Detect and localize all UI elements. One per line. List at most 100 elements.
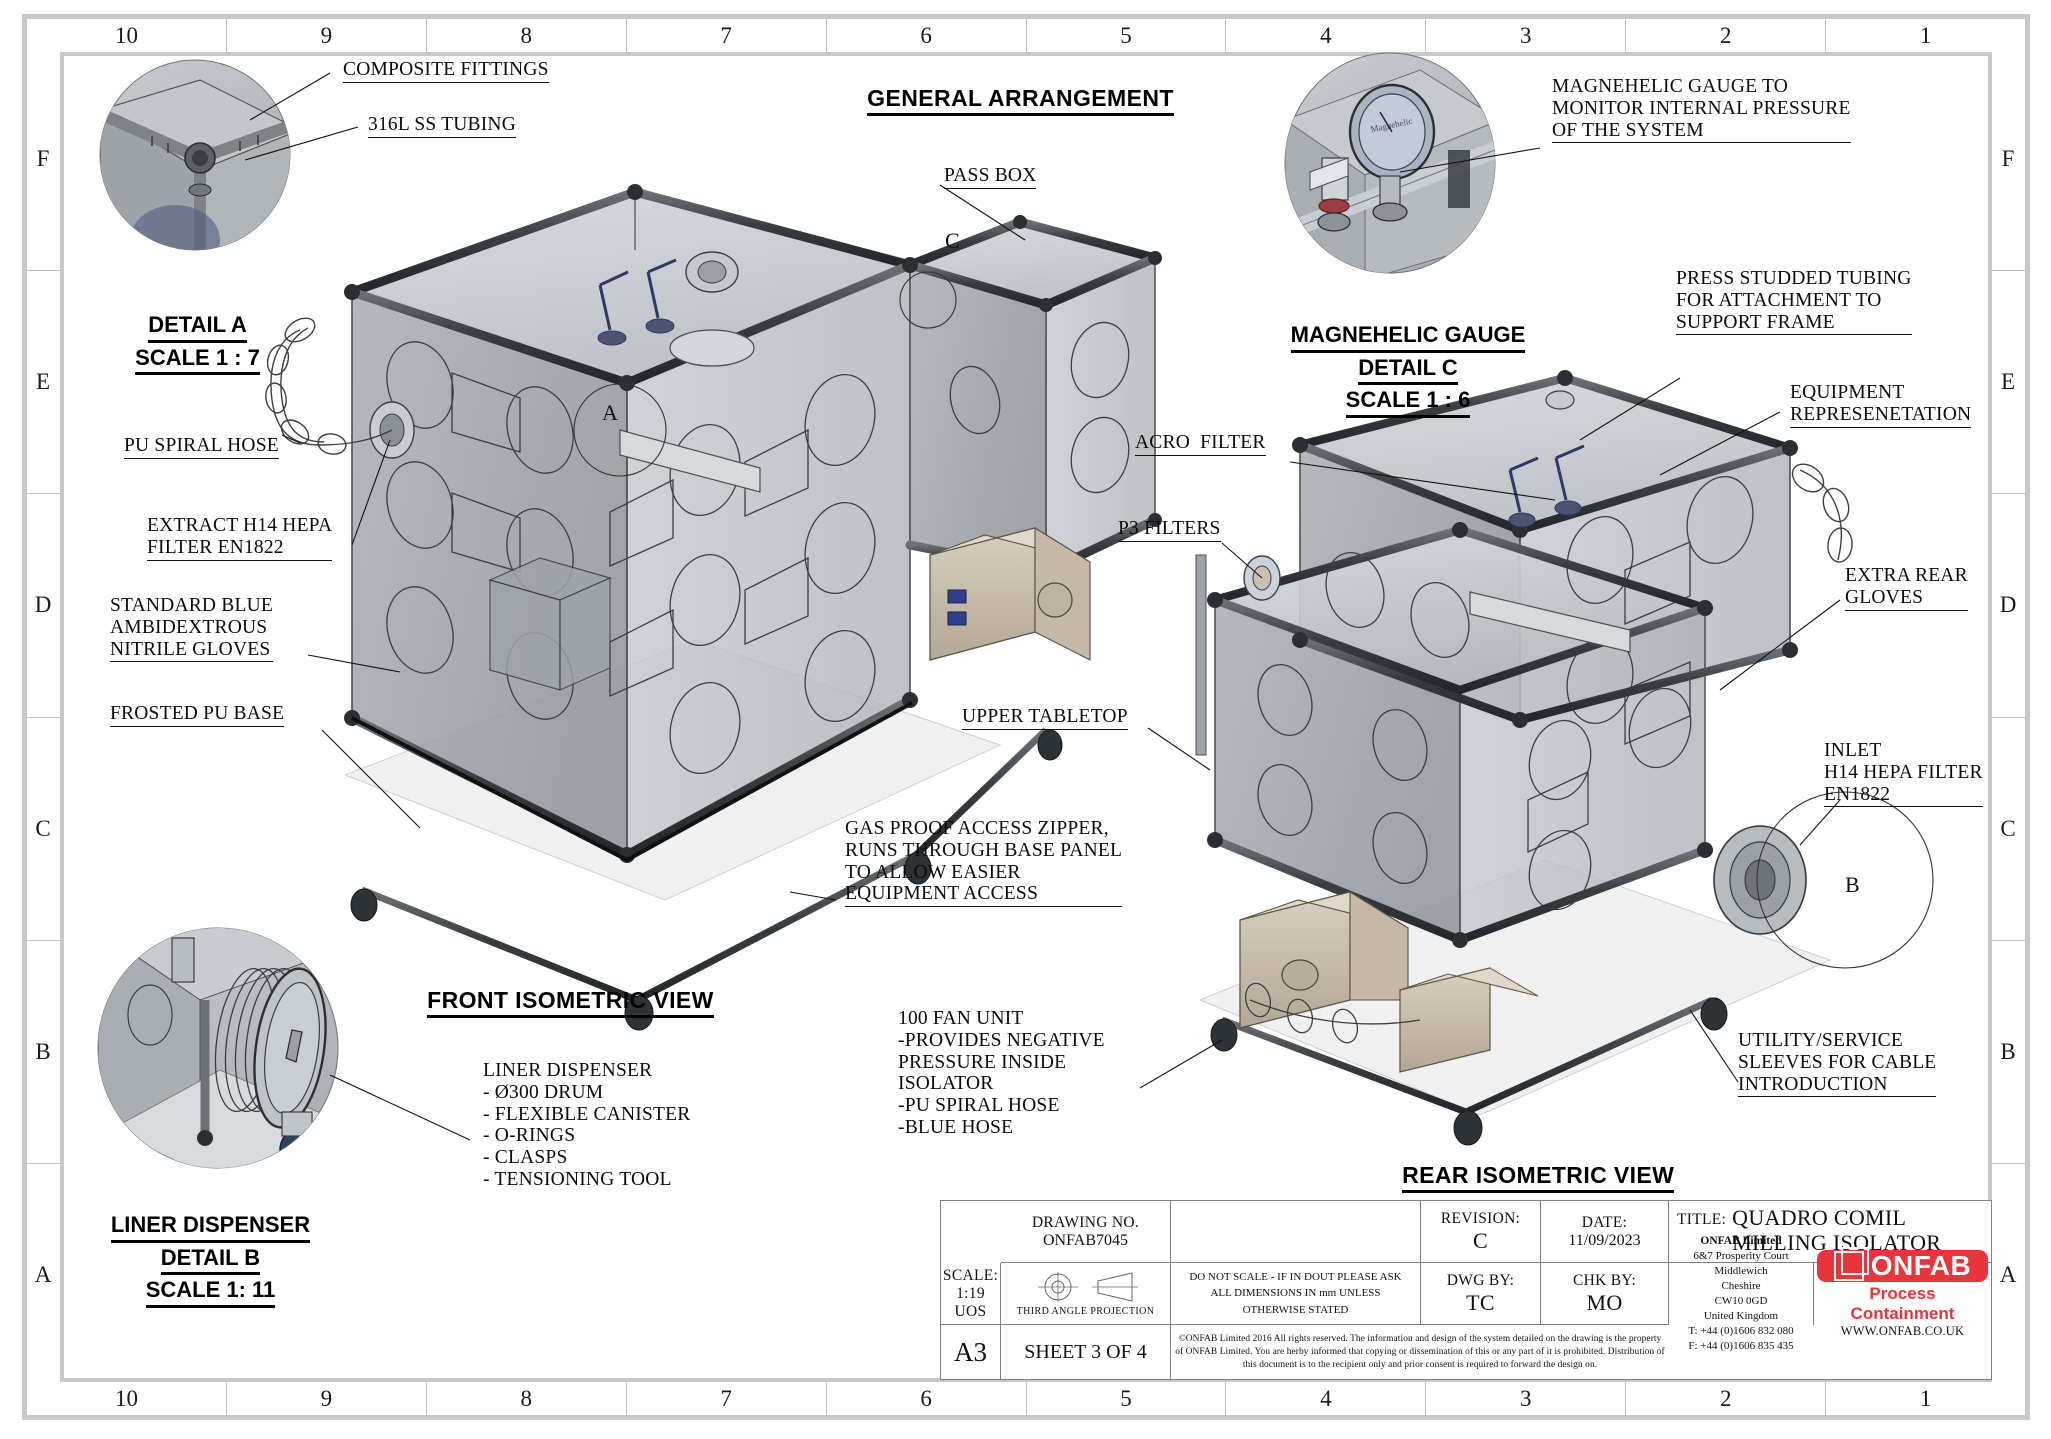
tb-dwg-by: DWG BY: TC	[1421, 1263, 1541, 1325]
tb-scale: SCALE: 1:19 UOS	[941, 1263, 1001, 1325]
ruler-left: F E D C B A	[26, 48, 60, 1386]
onfab-tagline: Process Containment	[1850, 1283, 1955, 1323]
tb-date-label: DATE:	[1581, 1213, 1628, 1231]
tb-scale-value: 1:19	[956, 1284, 985, 1302]
callout-letter-c: C	[945, 228, 960, 253]
ruler-top-cell: 6	[827, 19, 1027, 52]
ruler-top-cell: 10	[27, 19, 227, 52]
ruler-top-cell: 1	[1919, 22, 1932, 48]
tb-sheet-size-value: A3	[954, 1337, 987, 1367]
detail-b-title: LINER DISPENSER DETAIL B SCALE 1: 11	[78, 1210, 343, 1309]
heading-general-arrangement: GENERAL ARRANGEMENT	[840, 58, 1174, 143]
label-fan-unit: 100 FAN UNIT -PROVIDES NEGATIVE PRESSURE…	[898, 1008, 1105, 1139]
front-isometric-model	[265, 184, 1162, 1031]
title-block: DRAWING NO. ONFAB7045 REVISION: C DATE: …	[940, 1200, 1992, 1380]
tb-date-value: 11/09/2023	[1568, 1231, 1641, 1249]
tb-copyright-text: ©ONFAB Limited 2016 All rights reserved.…	[1175, 1334, 1665, 1370]
ruler-right: F E D C B A	[1991, 48, 2025, 1386]
ruler-bottom-cell: 10	[27, 1382, 227, 1415]
label-magnehelic-gauge: MAGNEHELIC GAUGE TO MONITOR INTERNAL PRE…	[1552, 76, 1851, 144]
ruler-left-cell: B	[26, 941, 60, 1164]
ruler-right-cell: F	[1991, 48, 2025, 272]
label-pu-spiral-hose: PU SPIRAL HOSE	[124, 435, 279, 459]
ruler-bottom-cell: 3	[1426, 1382, 1627, 1415]
callout-letter-a: A	[602, 400, 618, 425]
tb-date: DATE: 11/09/2023	[1541, 1201, 1669, 1263]
label-pass-box: PASS BOX	[944, 165, 1037, 189]
label-nitrile-gloves: STANDARD BLUE AMBIDEXTROUS NITRILE GLOVE…	[110, 595, 273, 663]
tb-do-not-scale: DO NOT SCALE - IF IN DOUT PLEASE ASK ALL…	[1171, 1263, 1421, 1325]
tb-do-not-scale-text: DO NOT SCALE - IF IN DOUT PLEASE ASK ALL…	[1189, 1270, 1402, 1316]
label-composite-fittings: COMPOSITE FITTINGS	[343, 59, 549, 83]
tb-company-address: ONFAB Limited 6&7 Prosperity Court Middl…	[1669, 1235, 1814, 1352]
onfab-url: WWW.ONFAB.CO.UK	[1840, 1323, 1965, 1338]
tb-scale-label: SCALE:	[942, 1266, 999, 1284]
third-angle-projection-icon	[1033, 1270, 1138, 1304]
ruler-left-cell: E	[26, 271, 60, 495]
tb-projection: THIRD ANGLE PROJECTION	[1001, 1263, 1171, 1325]
rear-isometric-model	[1195, 370, 1934, 1146]
label-upper-tabletop: UPPER TABLETOP	[962, 706, 1128, 730]
ruler-bottom-cell: 5	[1027, 1382, 1227, 1415]
detail-b-bubble	[97, 927, 339, 1169]
ruler-right-cell: E	[1991, 271, 2025, 495]
tb-chk-by: CHK BY: MO	[1541, 1263, 1669, 1325]
ruler-top-cell: 8	[427, 19, 627, 52]
ruler-bottom-cell: 8	[427, 1382, 627, 1415]
ruler-bottom-cell: 2	[1626, 1382, 1827, 1415]
ruler-bottom-cell: 6	[827, 1382, 1027, 1415]
tb-dwg-by-value: TC	[1466, 1289, 1495, 1315]
label-utility-sleeves: UTILITY/SERVICE SLEEVES FOR CABLE INTROD…	[1738, 1030, 1937, 1098]
ruler-top-cell: 5	[1027, 19, 1227, 52]
tb-revision-value: C	[1473, 1227, 1488, 1253]
tb-sheet: SHEET 3 OF 4	[1001, 1325, 1171, 1380]
tb-chk-by-value: MO	[1586, 1289, 1623, 1315]
tb-sheet-value: SHEET 3 OF 4	[1024, 1341, 1147, 1363]
tb-spacer	[1171, 1201, 1421, 1263]
label-frosted-pu-base: FROSTED PU BASE	[110, 703, 285, 727]
detail-a-bubble	[99, 59, 291, 251]
tb-dwg-by-label: DWG BY:	[1446, 1271, 1515, 1289]
label-press-studded-tubing: PRESS STUDDED TUBING FOR ATTACHMENT TO S…	[1676, 268, 1912, 336]
ruler-top: 10 9 8 7 6 5 4 3 2 1	[27, 19, 2025, 52]
cube-icon	[1833, 1246, 1869, 1281]
label-acro-filter: ACRO FILTER	[1135, 432, 1266, 456]
ruler-left-cell: A	[34, 1261, 52, 1287]
leader-lines	[244, 72, 1841, 1141]
tb-revision: REVISION: C	[1421, 1201, 1541, 1263]
ruler-left-cell: D	[26, 494, 60, 718]
tb-revision-label: REVISION:	[1440, 1209, 1521, 1227]
callout-letter-b: B	[1845, 872, 1860, 897]
detail-c-title: MAGNEHELIC GAUGE DETAIL C SCALE 1 : 6	[1258, 320, 1558, 419]
ruler-right-cell: D	[1991, 494, 2025, 718]
ruler-left-cell: C	[26, 718, 60, 941]
tb-projection-label: THIRD ANGLE PROJECTION	[1016, 1306, 1155, 1317]
ruler-right-cell: A	[1999, 1261, 2017, 1287]
ruler-top-cell: 7	[627, 19, 827, 52]
ruler-bottom: 10 9 8 7 6 5 4 3 2 1	[27, 1382, 2025, 1415]
tb-drawing-no-label: DRAWING NO.	[1031, 1213, 1140, 1231]
outer-border	[22, 14, 2030, 1420]
tb-drawing-no: DRAWING NO. ONFAB7045	[1001, 1201, 1171, 1263]
label-extract-hepa-filter: EXTRACT H14 HEPA FILTER EN1822	[147, 515, 333, 561]
tb-drawing-no-value: ONFAB7045	[1042, 1231, 1129, 1249]
ruler-right-cell: C	[1991, 718, 2025, 941]
label-316l-ss-tubing: 316L SS TUBING	[368, 114, 516, 138]
label-liner-dispenser-list: LINER DISPENSER - Ø300 DRUM - FLEXIBLE C…	[483, 1060, 691, 1191]
tb-title-label: TITLE:	[1677, 1211, 1727, 1228]
ruler-top-cell: 9	[227, 19, 427, 52]
label-equipment-representation: EQUIPMENT REPRESENETATION	[1790, 382, 1972, 428]
tb-copyright: ©ONFAB Limited 2016 All rights reserved.…	[1171, 1325, 1669, 1380]
label-extra-rear-gloves: EXTRA REAR GLOVES	[1845, 565, 1968, 611]
tb-scale-uos: UOS	[954, 1302, 987, 1320]
tb-sheet-size: A3	[941, 1325, 1001, 1380]
ruler-top-cell: 4	[1226, 19, 1427, 52]
onfab-wordmark: ONFAB	[1870, 1249, 1972, 1281]
label-inlet-hepa-filter: INLET H14 HEPA FILTER EN1822	[1824, 740, 1983, 808]
label-gas-proof-zipper: GAS PROOF ACCESS ZIPPER, RUNS THROUGH BA…	[845, 818, 1123, 908]
ruler-bottom-cell: 1	[1919, 1385, 1932, 1411]
heading-front-isometric-view: FRONT ISOMETRIC VIEW	[400, 960, 714, 1045]
ruler-top-cell: 3	[1426, 19, 1627, 52]
